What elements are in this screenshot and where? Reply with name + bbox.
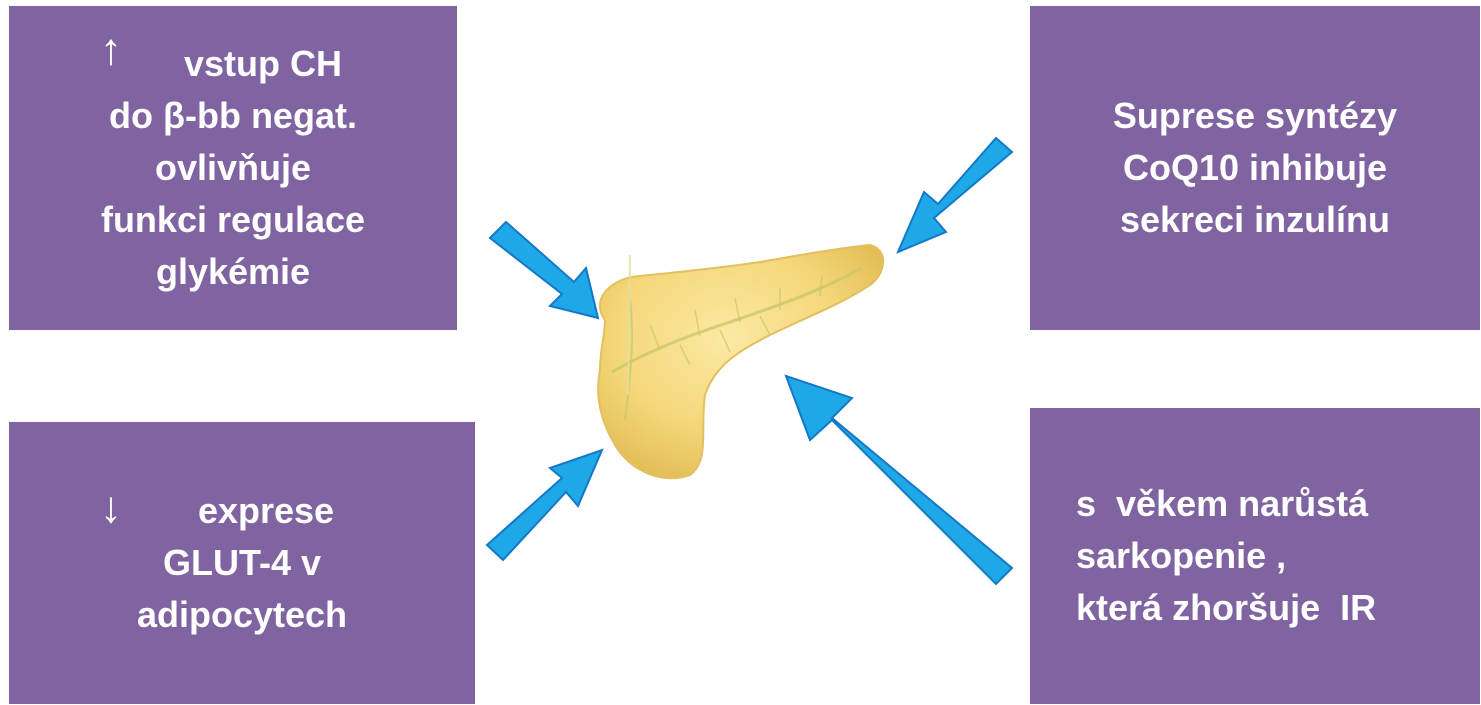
box-bottom-left: exprese GLUT-4 v adipocytech bbox=[9, 422, 475, 704]
down-arrow-icon: ↓ bbox=[100, 486, 122, 530]
box-bottom-right-line-1: s věkem narůstá bbox=[1076, 478, 1480, 530]
arrow-top-left bbox=[490, 222, 598, 318]
box-bottom-right-line-3: která zhoršuje IR bbox=[1076, 582, 1480, 634]
box-top-right: Suprese syntézy CoQ10 inhibuje sekreci i… bbox=[1030, 6, 1480, 330]
box-bottom-left-line-3: adipocytech bbox=[137, 589, 347, 641]
box-top-left-line-1: vstup CH bbox=[184, 38, 342, 90]
box-top-left-line-4: funkci regulace bbox=[101, 194, 365, 246]
up-arrow-icon: ↑ bbox=[100, 28, 122, 72]
box-bottom-right-line-2: sarkopenie , bbox=[1076, 530, 1480, 582]
box-top-left-line-2: do β-bb negat. bbox=[109, 90, 357, 142]
box-bottom-left-line-2: GLUT-4 v bbox=[163, 537, 321, 589]
box-top-right-line-3: sekreci inzulínu bbox=[1120, 194, 1390, 246]
box-bottom-right-text: s věkem narůstá sarkopenie , která zhorš… bbox=[1030, 478, 1480, 634]
box-top-left-line-5: glykémie bbox=[156, 246, 310, 298]
box-top-left: vstup CH do β-bb negat. ovlivňuje funkci… bbox=[9, 6, 457, 330]
box-bottom-right: s věkem narůstá sarkopenie , která zhorš… bbox=[1030, 408, 1480, 704]
box-bottom-left-line-1: exprese bbox=[198, 485, 334, 537]
arrow-bottom-right bbox=[786, 376, 1012, 584]
pancreas-illustration bbox=[598, 245, 883, 478]
box-top-right-line-1: Suprese syntézy bbox=[1113, 90, 1397, 142]
box-top-left-line-3: ovlivňuje bbox=[155, 142, 311, 194]
box-top-right-line-2: CoQ10 inhibuje bbox=[1123, 142, 1387, 194]
arrow-bottom-left bbox=[487, 450, 602, 560]
arrow-top-right bbox=[898, 138, 1012, 252]
